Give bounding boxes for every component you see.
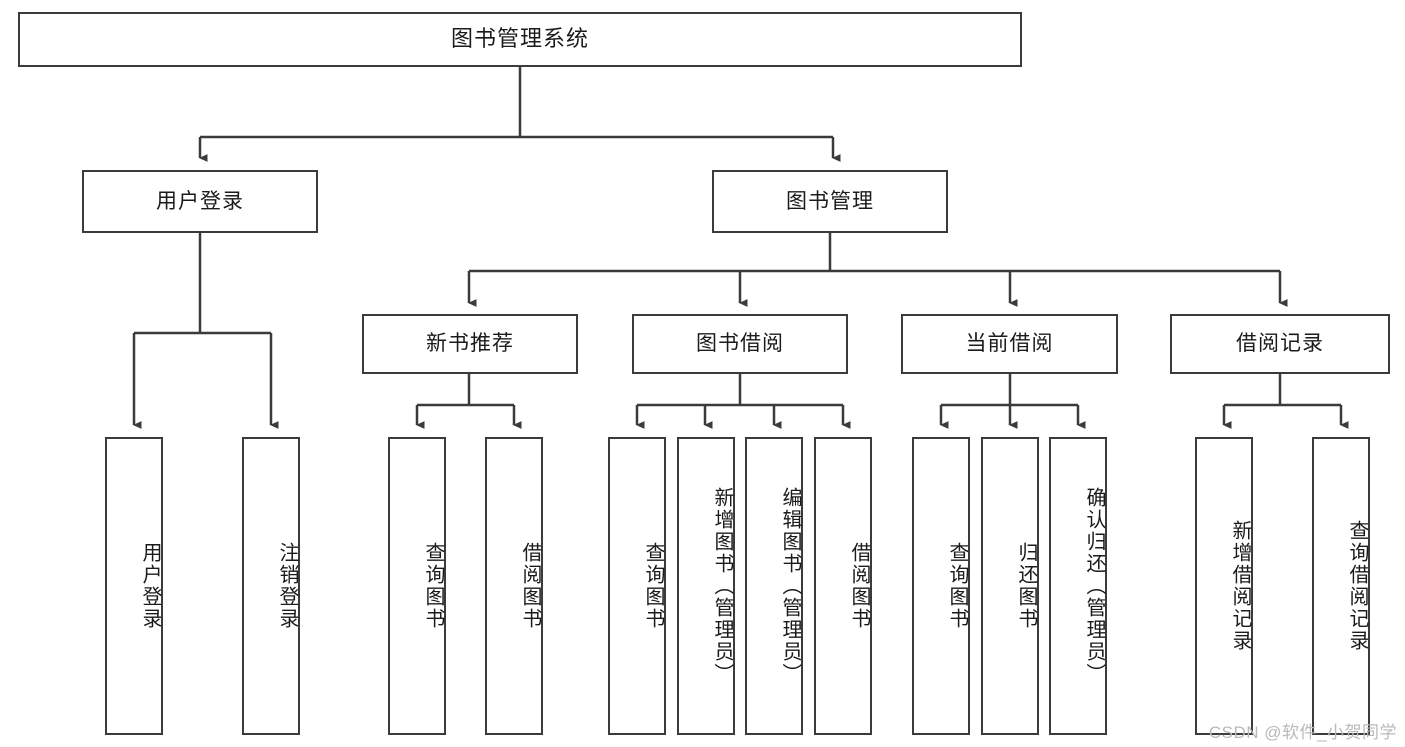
node-leaf-query-book-1[interactable]: 查询图书 — [388, 437, 446, 735]
node-borrow-record[interactable]: 借阅记录 — [1170, 314, 1390, 374]
node-leaf-borrow-book-2[interactable]: 借阅图书 — [814, 437, 872, 735]
node-leaf-return-book[interactable]: 归还图书 — [981, 437, 1039, 735]
node-book-borrow-label: 图书借阅 — [696, 332, 784, 356]
node-leaf-query-book-2-label: 查询图书 — [642, 542, 664, 630]
node-leaf-query-record[interactable]: 查询借阅记录 — [1312, 437, 1370, 735]
node-leaf-query-book-3[interactable]: 查询图书 — [912, 437, 970, 735]
node-leaf-logout-login-label: 注销登录 — [276, 542, 298, 630]
node-user-login[interactable]: 用户登录 — [82, 170, 318, 233]
node-book-manage-label: 图书管理 — [786, 189, 874, 213]
node-leaf-borrow-book-1-label: 借阅图书 — [519, 542, 541, 630]
node-leaf-query-book-3-label: 查询图书 — [946, 542, 968, 630]
node-root[interactable]: 图书管理系统 — [18, 12, 1022, 67]
node-root-label: 图书管理系统 — [450, 26, 589, 52]
node-new-book-recommend[interactable]: 新书推荐 — [362, 314, 578, 374]
node-leaf-borrow-book-2-label: 借阅图书 — [848, 542, 870, 630]
node-new-book-recommend-label: 新书推荐 — [426, 332, 514, 356]
node-leaf-query-book-1-label: 查询图书 — [422, 542, 444, 630]
node-leaf-query-record-label: 查询借阅记录 — [1346, 520, 1368, 652]
node-leaf-logout-login[interactable]: 注销登录 — [242, 437, 300, 735]
node-leaf-add-book-label: 新增图书（管理员） — [711, 487, 733, 685]
node-book-borrow[interactable]: 图书借阅 — [632, 314, 848, 374]
node-leaf-add-record-label: 新增借阅记录 — [1229, 520, 1251, 652]
node-leaf-add-record[interactable]: 新增借阅记录 — [1195, 437, 1253, 735]
node-leaf-edit-book-label: 编辑图书（管理员） — [779, 487, 801, 685]
node-leaf-confirm-return-label: 确认归还（管理员） — [1083, 487, 1105, 685]
node-leaf-add-book[interactable]: 新增图书（管理员） — [677, 437, 735, 735]
node-leaf-user-login[interactable]: 用户登录 — [105, 437, 163, 735]
node-current-borrow[interactable]: 当前借阅 — [901, 314, 1118, 374]
node-leaf-return-book-label: 归还图书 — [1015, 542, 1037, 630]
node-current-borrow-label: 当前借阅 — [965, 332, 1054, 356]
node-borrow-record-label: 借阅记录 — [1236, 332, 1324, 356]
node-user-login-label: 用户登录 — [156, 189, 244, 213]
node-leaf-query-book-2[interactable]: 查询图书 — [608, 437, 666, 735]
node-leaf-confirm-return[interactable]: 确认归还（管理员） — [1049, 437, 1107, 735]
node-leaf-user-login-label: 用户登录 — [139, 542, 161, 630]
node-book-manage[interactable]: 图书管理 — [712, 170, 948, 233]
node-leaf-borrow-book-1[interactable]: 借阅图书 — [485, 437, 543, 735]
node-leaf-edit-book[interactable]: 编辑图书（管理员） — [745, 437, 803, 735]
